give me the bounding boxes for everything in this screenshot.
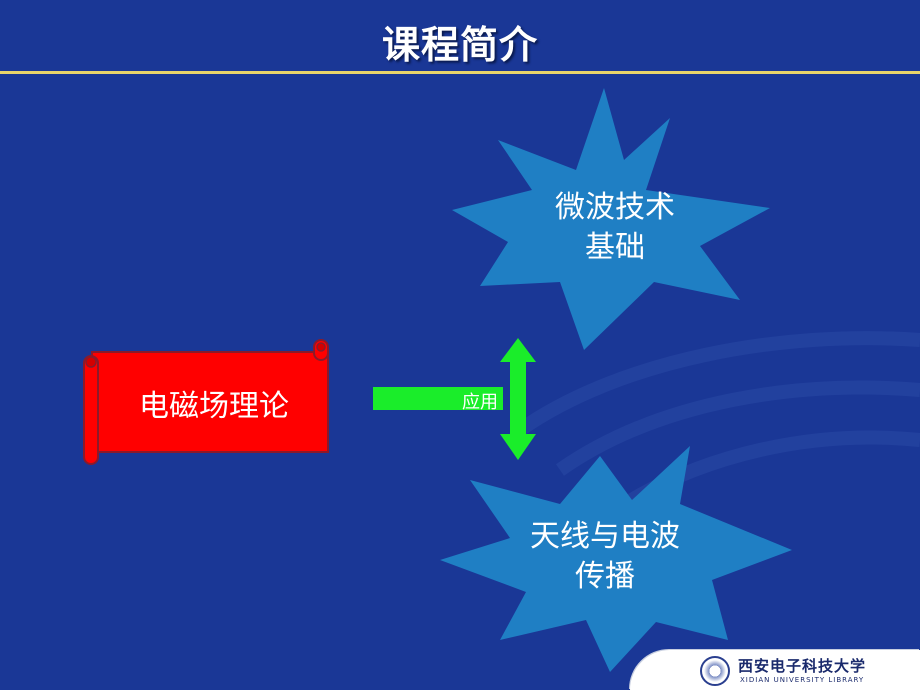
title-divider bbox=[0, 71, 920, 74]
university-seal-icon bbox=[700, 656, 730, 686]
target-antenna: 天线与电波 传播 bbox=[505, 517, 705, 597]
logo-name-en: XIDIAN UNIVERSITY LIBRARY bbox=[740, 676, 865, 684]
target-microwave-line1: 微波技术 bbox=[555, 190, 675, 225]
logo-name-cn: 西安电子科技大学 bbox=[738, 657, 867, 675]
scroll-shape bbox=[83, 339, 329, 465]
connector-label: 应用 bbox=[462, 392, 498, 413]
source-node-label: 电磁场理论 bbox=[139, 389, 289, 424]
burst-bottom-shape bbox=[440, 446, 792, 672]
target-antenna-line1: 天线与电波 bbox=[530, 519, 680, 554]
burst-top-shape bbox=[452, 88, 770, 350]
university-logo: 西安电子科技大学 XIDIAN UNIVERSITY LIBRARY bbox=[630, 650, 920, 690]
double-arrow bbox=[500, 338, 536, 460]
slide-title: 课程简介 bbox=[381, 23, 538, 67]
connector-bar bbox=[373, 387, 503, 410]
target-microwave-line2: 基础 bbox=[585, 230, 645, 265]
target-antenna-line2: 传播 bbox=[575, 559, 635, 594]
target-microwave: 微波技术 基础 bbox=[515, 188, 715, 268]
